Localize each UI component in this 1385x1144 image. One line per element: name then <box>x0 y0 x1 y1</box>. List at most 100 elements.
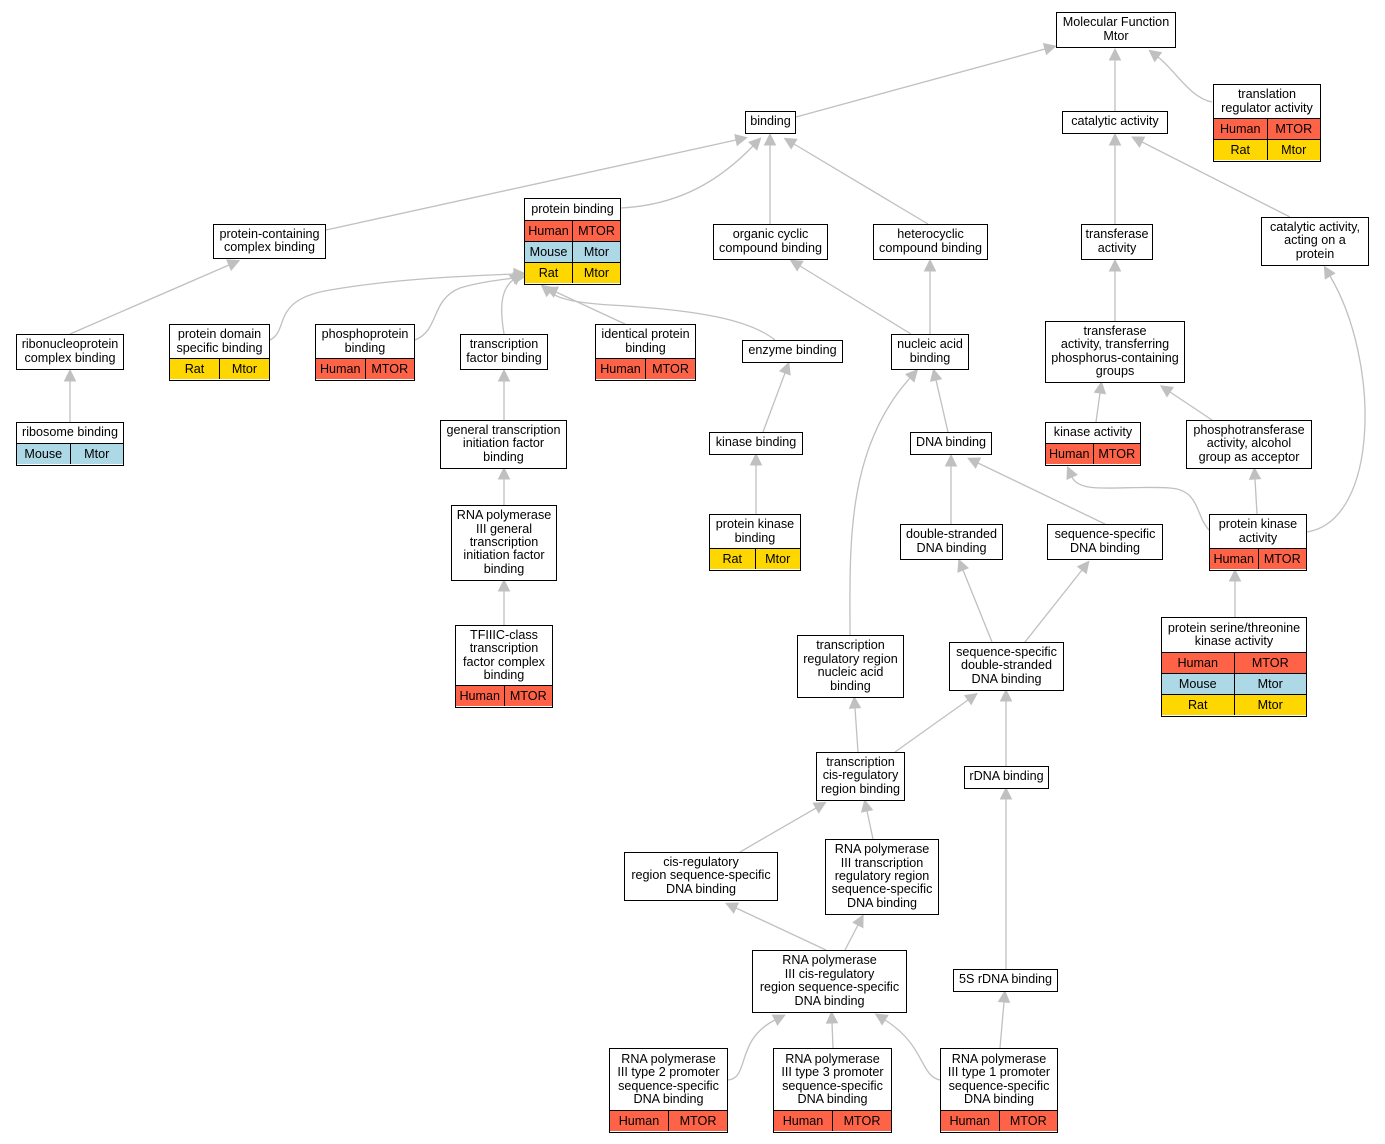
species-name: Human <box>1048 447 1090 462</box>
gene-symbol: Mtor <box>1266 140 1321 161</box>
go-node-rdna[interactable]: rDNA binding <box>964 766 1049 789</box>
go-term-label: binding <box>750 114 791 129</box>
edge-arrowhead <box>1066 465 1078 481</box>
species-name: Human <box>459 689 501 704</box>
gene-symbol: MTOR <box>1257 549 1307 570</box>
edge-arrowhead <box>904 369 919 383</box>
go-node-general-tif[interactable]: general transcription initiation factor … <box>440 420 567 469</box>
go-node-heterocyclic[interactable]: heterocyclic compound binding <box>873 224 988 260</box>
go-node-ds-dna[interactable]: double-stranded DNA binding <box>900 524 1003 560</box>
go-node-organic-cyclic[interactable]: organic cyclic compound binding <box>713 224 828 260</box>
go-node-tf-binding[interactable]: transcription factor binding <box>460 334 548 370</box>
go-node-dna-binding[interactable]: DNA binding <box>910 432 992 455</box>
go-term-label: sequence-specific double-stranded DNA bi… <box>956 645 1057 686</box>
species-name: Human <box>600 362 641 377</box>
go-node-transferase-phos[interactable]: transferase activity, transferring phosp… <box>1045 321 1185 383</box>
go-node-tcis[interactable]: transcription cis-regulatory region bind… <box>816 752 905 801</box>
edge-arrowhead <box>1042 43 1057 56</box>
go-node-enzyme-binding[interactable]: enzyme binding <box>742 340 843 363</box>
go-term-label: transcription regulatory region nucleic … <box>803 638 898 693</box>
gene-symbol: MTOR <box>503 686 553 707</box>
go-node-tr-region[interactable]: transcription regulatory region nucleic … <box>797 635 904 698</box>
go-term-label: RNA polymerase III type 3 promoter seque… <box>781 1051 884 1107</box>
go-node-type1[interactable]: RNA polymerase III type 1 promoter seque… <box>940 1048 1058 1133</box>
edge-translation_reg-to-mf <box>1148 49 1213 103</box>
go-node-ribonucleoprotein[interactable]: ribonucleoprotein complex binding <box>16 334 124 370</box>
go-node-ss-dna[interactable]: sequence-specific DNA binding <box>1047 524 1163 560</box>
edge-arrowhead <box>1108 258 1122 272</box>
go-node-mf[interactable]: Molecular Function Mtor <box>1056 12 1176 48</box>
edge-protein_kinase_binding-to-kinase_binding <box>749 452 763 514</box>
go-node-rnap3-tr[interactable]: RNA polymerase III transcription regulat… <box>825 839 939 915</box>
edge-general_tif-to-tf_binding <box>497 368 511 420</box>
go-node-protein-containing[interactable]: protein-containing complex binding <box>213 224 326 259</box>
go-node-transferase[interactable]: transferase activity <box>1081 224 1153 260</box>
edge-arrowhead <box>1108 132 1122 146</box>
go-node-rnap3-general[interactable]: RNA polymerase III general transcription… <box>451 505 557 581</box>
go-node-ser-thr[interactable]: protein serine/threonine kinase activity… <box>1161 617 1307 717</box>
go-node-rnap3-cis[interactable]: RNA polymerase III cis-regulatory region… <box>752 950 907 1013</box>
species-name: Human <box>618 1114 660 1129</box>
go-term-label: catalytic activity, acting on a protein <box>1269 220 1361 261</box>
go-node-tfiiic[interactable]: TFIIIC-class transcription factor comple… <box>455 625 553 708</box>
edge-ss_ds_dna-to-ss_dna <box>1024 560 1090 643</box>
edge-arrowhead <box>734 133 748 147</box>
edge-ribonucleoprotein-to-protein_containing <box>69 259 241 335</box>
edge-arrowhead <box>825 1010 839 1024</box>
go-term-label: RNA polymerase III general transcription… <box>456 508 552 576</box>
go-node-catalytic[interactable]: catalytic activity <box>1062 111 1168 134</box>
go-term-label: Molecular Function Mtor <box>1062 15 1170 43</box>
go-node-binding[interactable]: binding <box>745 111 796 134</box>
go-node-rdna5s[interactable]: 5S rDNA binding <box>953 969 1058 992</box>
edge-arrowhead <box>226 259 241 271</box>
go-term-label: double-stranded DNA binding <box>905 527 998 555</box>
edge-tcis-to-tr_region <box>848 695 862 753</box>
go-node-type2[interactable]: RNA polymerase III type 2 promoter seque… <box>609 1048 728 1133</box>
edge-ds_dna-to-dna_binding <box>944 453 958 524</box>
edge-arrowhead <box>812 801 827 814</box>
edge-arrowhead <box>923 258 937 272</box>
go-node-catalytic-protein[interactable]: catalytic activity, acting on a protein <box>1261 217 1369 266</box>
go-node-nucleic-acid[interactable]: nucleic acid binding <box>891 334 969 370</box>
edge-arrowhead <box>1148 49 1163 63</box>
go-node-type3[interactable]: RNA polymerase III type 3 promoter seque… <box>773 1048 892 1133</box>
go-node-cis-reg[interactable]: cis-regulatory region sequence-specific … <box>624 852 778 901</box>
species-name: Mouse <box>24 447 63 462</box>
edge-catalytic_protein-to-catalytic <box>1131 136 1291 218</box>
edge-arrowhead <box>999 688 1013 702</box>
edge-arrowhead <box>763 132 777 146</box>
go-node-kinase-binding[interactable]: kinase binding <box>709 432 803 455</box>
go-node-ss-ds-dna[interactable]: sequence-specific double-stranded DNA bi… <box>949 642 1064 691</box>
go-term-label: nucleic acid binding <box>897 337 963 365</box>
gene-symbol: Mtor <box>1233 695 1307 716</box>
go-node-phosphotransferase[interactable]: phosphotransferase activity, alcohol gro… <box>1186 420 1312 469</box>
go-term-label: protein binding <box>531 201 614 216</box>
edge-ribosome-to-ribonucleoprotein <box>63 368 77 422</box>
edge-type1-to-rnap3_cis <box>874 1013 941 1081</box>
edge-kinase_binding-to-enzyme_binding <box>762 361 791 433</box>
edge-protein_containing-to-binding <box>325 133 748 231</box>
edge-arrowhead <box>1228 568 1242 582</box>
go-term-label: protein-containing complex binding <box>219 226 320 255</box>
edge-cis_reg-to-tcis <box>739 801 827 853</box>
go-term-label: TFIIIC-class transcription factor comple… <box>463 627 545 683</box>
species-name: Human <box>319 362 361 377</box>
gene-symbol: MTOR <box>645 359 695 380</box>
gene-symbol: MTOR <box>572 221 620 242</box>
go-term-label: phosphotransferase activity, alcohol gro… <box>1193 423 1305 464</box>
edge-arrowhead <box>1248 466 1262 480</box>
